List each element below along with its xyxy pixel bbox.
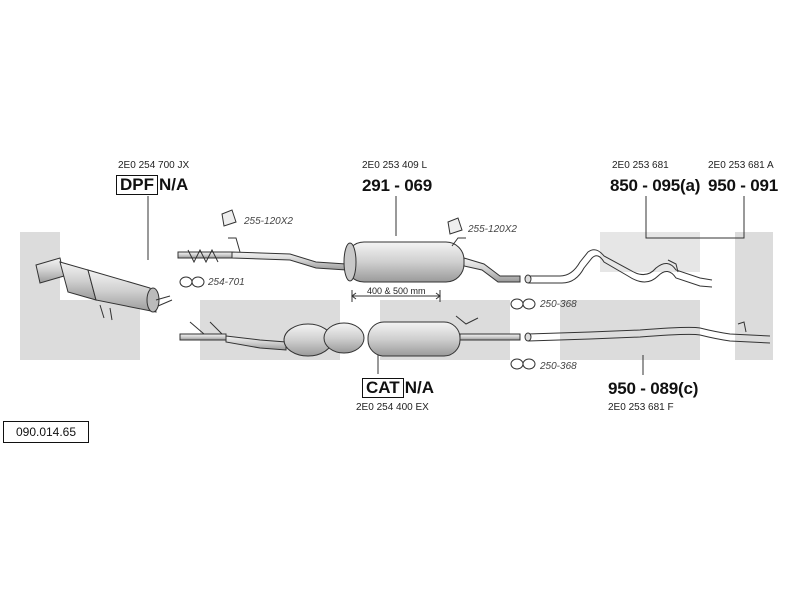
silencer-a-oem-number: 2E0 253 681 xyxy=(612,160,669,171)
rubber-mount-icon xyxy=(221,209,463,235)
dpf-oem-number: 2E0 254 700 JX xyxy=(118,160,190,171)
cat-oem-number: 2E0 254 400 EX xyxy=(356,402,429,413)
mount-kit-2: 255-120X2 xyxy=(468,224,517,235)
rear-pipe-part-number: 291 - 069 xyxy=(362,176,433,195)
rear-pipe-assembly-drawing xyxy=(177,237,521,283)
leader-lines xyxy=(147,196,745,375)
rear-pipe-oem-number: 2E0 253 409 L xyxy=(362,160,428,171)
pipe-length-dimension: 400 & 500 mm xyxy=(367,286,426,296)
silencer-b-oem-number: 2E0 253 681 A xyxy=(708,160,774,171)
dpf-tag: DPF N/A xyxy=(116,175,188,195)
clamp-kit-3: 250-368 xyxy=(540,361,577,372)
dpf-part-number: N/A xyxy=(159,175,189,194)
dpf-unit-drawing xyxy=(35,257,173,321)
clamp-icon xyxy=(179,276,536,370)
catalyst-assembly-drawing xyxy=(179,315,521,357)
dpf-label: DPF xyxy=(116,175,158,195)
mount-kit-1: 255-120X2 xyxy=(244,216,293,227)
tailpipe-c-oem-number: 2E0 253 681 F xyxy=(608,402,674,413)
tailpipe-c-part-number: 950 - 089(c) xyxy=(608,379,699,398)
clamp-kit-1: 254-701 xyxy=(208,277,245,288)
cat-label: CAT xyxy=(362,378,404,398)
clamp-kit-2: 250-368 xyxy=(540,299,577,310)
upper-tailpipe-drawing xyxy=(524,249,713,288)
silencer-a-part-number: 850 - 095(a) xyxy=(610,176,701,195)
lower-tailpipe-drawing xyxy=(524,321,771,344)
diagram-reference-number: 090.014.65 xyxy=(3,421,89,443)
silencer-b-part-number: 950 - 091 xyxy=(708,176,779,195)
cat-tag: CAT N/A xyxy=(362,378,434,398)
cat-part-number: N/A xyxy=(404,378,434,397)
